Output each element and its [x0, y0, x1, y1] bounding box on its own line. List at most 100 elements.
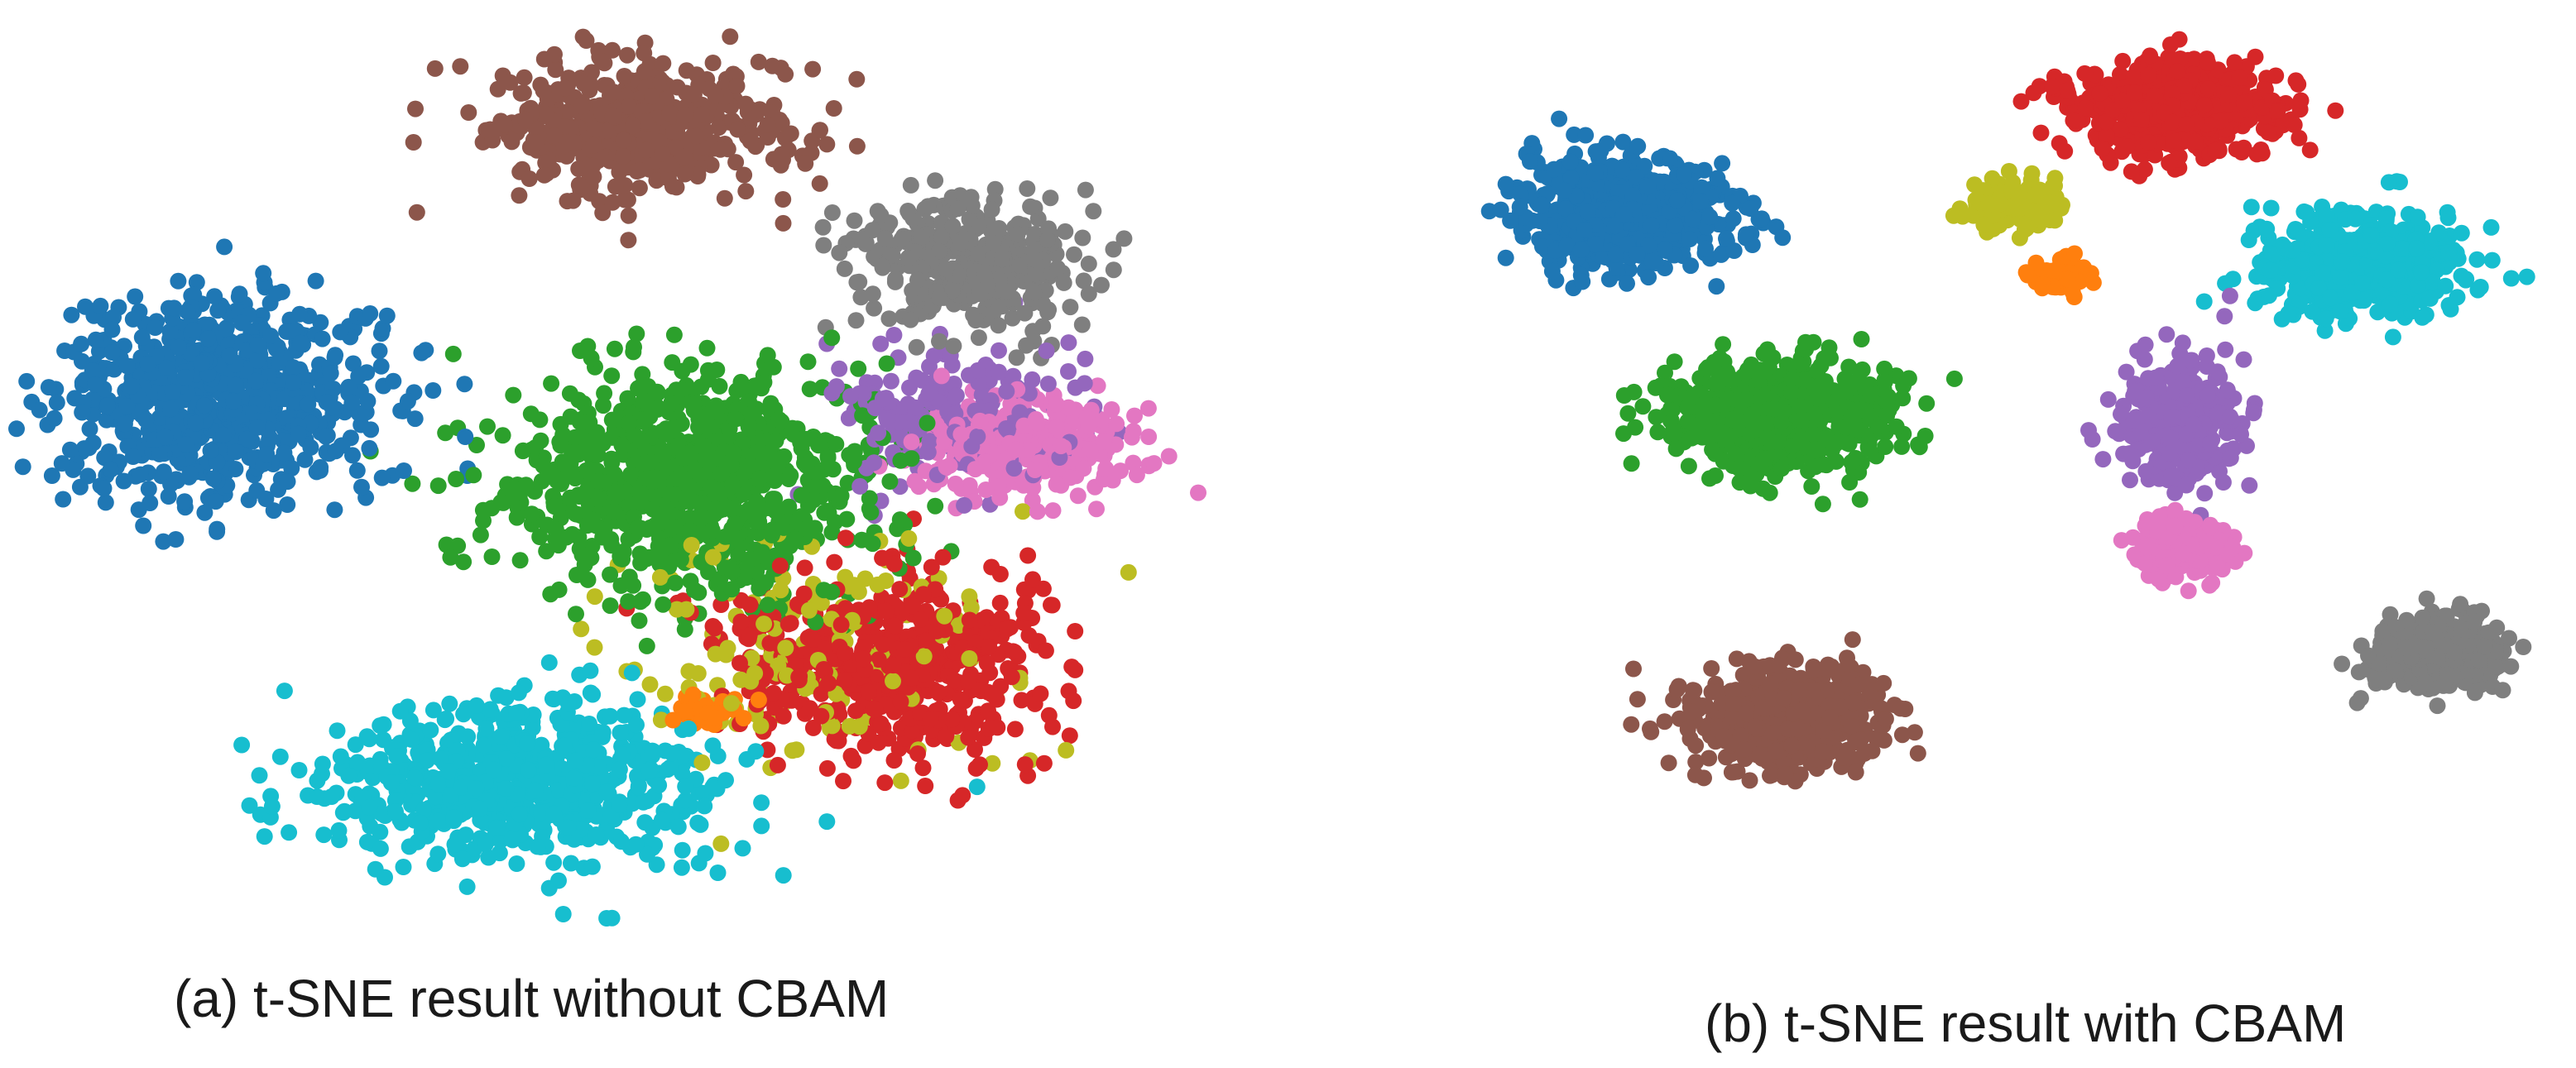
- scatter-point: [1128, 467, 1145, 484]
- scatter-point: [361, 798, 378, 816]
- scatter-point: [247, 372, 265, 390]
- scatter-point: [439, 763, 457, 780]
- scatter-point: [620, 593, 637, 610]
- scatter-point: [492, 728, 510, 745]
- scatter-point: [827, 378, 845, 395]
- scatter-point: [991, 594, 1009, 611]
- scatter-point: [925, 347, 943, 365]
- scatter-point: [455, 553, 473, 571]
- scatter-point: [18, 372, 36, 390]
- scatter-point: [482, 121, 499, 138]
- scatter-point: [570, 176, 588, 194]
- scatter-point: [845, 453, 862, 471]
- scatter-point: [989, 719, 1006, 736]
- scatter-point: [326, 501, 343, 519]
- scatter-point: [919, 414, 936, 432]
- scatter-point: [616, 68, 633, 84]
- scatter-point: [1039, 231, 1056, 248]
- scatter-point: [343, 394, 361, 411]
- scatter-point: [818, 759, 836, 777]
- scatter-point: [193, 354, 210, 371]
- scatter-point: [55, 491, 72, 508]
- scatter-point: [271, 354, 288, 371]
- scatter-point: [475, 512, 492, 529]
- scatter-point: [784, 742, 801, 759]
- scatter-point: [823, 204, 841, 221]
- scatter-point: [827, 514, 843, 531]
- scatter-point: [943, 282, 961, 299]
- scatter-point: [1005, 460, 1023, 477]
- scatter-point: [815, 237, 832, 254]
- scatter-point: [620, 207, 637, 224]
- scatter-point: [2243, 199, 2260, 216]
- scatter-point: [307, 272, 324, 290]
- scatter-point: [812, 122, 828, 139]
- scatter-point: [636, 63, 653, 80]
- scatter-point: [620, 232, 637, 249]
- scatter-point: [914, 759, 932, 777]
- scatter-point: [79, 467, 97, 485]
- scatter-point: [893, 231, 910, 248]
- scatter-point: [638, 637, 655, 654]
- scatter-point: [690, 584, 708, 601]
- scatter-point: [742, 550, 759, 568]
- scatter-point: [570, 446, 588, 463]
- scatter-point: [453, 778, 470, 796]
- scatter-point: [372, 823, 389, 841]
- scatter-point: [629, 691, 646, 708]
- scatter-point: [302, 438, 319, 456]
- scatter-point: [717, 772, 734, 789]
- scatter-point: [263, 797, 281, 815]
- scatter-point: [350, 367, 367, 385]
- scatter-point: [1035, 754, 1053, 772]
- scatter-point: [954, 787, 971, 804]
- scatter-point: [832, 616, 850, 634]
- scatter-point: [797, 155, 814, 172]
- scatter-point: [540, 654, 558, 671]
- scatter-point: [535, 166, 553, 184]
- scatter-point: [723, 581, 741, 598]
- scatter-point: [623, 664, 640, 682]
- scatter-point: [848, 70, 866, 88]
- scatter-point: [586, 639, 603, 656]
- scatter-point: [241, 797, 258, 814]
- scatter-point: [870, 734, 887, 751]
- scatter-point: [1048, 419, 1065, 436]
- scatter-point: [969, 428, 986, 445]
- scatter-point: [751, 580, 768, 597]
- scatter-point: [831, 360, 848, 377]
- scatter-point: [583, 775, 601, 793]
- scatter-point: [631, 161, 649, 179]
- scatter-point: [336, 802, 353, 820]
- scatter-point: [532, 432, 549, 449]
- scatter-point: [612, 577, 630, 594]
- scatter-point: [583, 511, 600, 529]
- scatter-point: [1029, 503, 1046, 520]
- scatter-point: [961, 650, 978, 667]
- scatter-point: [748, 493, 765, 510]
- scatter-point: [635, 591, 651, 608]
- scatter-point: [773, 146, 790, 163]
- scatter-point: [1015, 605, 1033, 622]
- scatter-point: [864, 285, 881, 303]
- scatter-point: [753, 794, 770, 812]
- scatter-point: [248, 481, 266, 499]
- scatter-point: [508, 509, 525, 526]
- scatter-point: [661, 759, 679, 776]
- scatter-point: [795, 585, 813, 602]
- scatter-point: [218, 321, 235, 338]
- scatter-point: [84, 362, 101, 380]
- scatter-point: [1088, 500, 1105, 518]
- scatter-point: [588, 826, 605, 843]
- scatter-point: [606, 503, 623, 520]
- scatter-point: [457, 826, 474, 844]
- scatter-point: [2122, 472, 2138, 489]
- scatter-point: [258, 446, 276, 462]
- scatter-point: [620, 98, 637, 115]
- scatter-point: [625, 577, 642, 594]
- scatter-point: [92, 297, 109, 314]
- scatter-point: [870, 424, 887, 442]
- scatter-point: [875, 636, 892, 654]
- scatter-point: [406, 769, 424, 787]
- scatter-point: [724, 476, 741, 493]
